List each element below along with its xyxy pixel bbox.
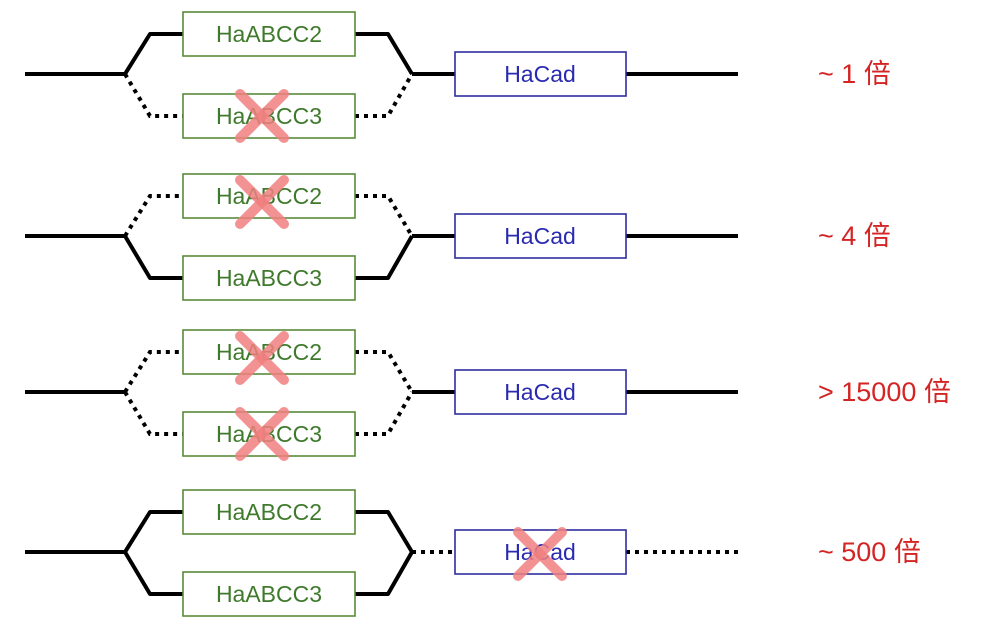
- knockout-stroke: [235, 89, 289, 143]
- hacad-label: HaCad: [504, 379, 576, 405]
- haabcc2-label: HaABCC2: [216, 499, 322, 525]
- haabcc3-box-frame: [182, 571, 356, 617]
- haabcc3-label: HaABCC3: [216, 265, 322, 291]
- abcc3-branch-out: [355, 73, 414, 118]
- resistance-fold-label: > 15000 倍: [818, 377, 951, 407]
- knockout-stroke: [235, 331, 289, 385]
- hacad-box-frame: [454, 51, 627, 97]
- resistance-fold-label: ~ 1 倍: [818, 59, 891, 89]
- hacad-label: HaCad: [504, 223, 576, 249]
- abcc3-branch-out: [355, 551, 414, 596]
- haabcc2-label: HaABCC2: [216, 21, 322, 47]
- abcc3-branch-out: [355, 235, 414, 280]
- pathway-row-1: HaABCC2HaABCC3HaCad~ 1 倍: [25, 11, 891, 143]
- abcc2-branch-in: [123, 32, 183, 76]
- haabcc3-knockout-mark: [235, 89, 289, 143]
- abcc2-branch-out: [355, 32, 414, 76]
- hacad-box: HaCad: [454, 213, 627, 259]
- haabcc2-knockout-mark: [235, 175, 289, 229]
- hacad-box: HaCad: [454, 369, 627, 415]
- hacad-box: HaCad: [454, 51, 627, 97]
- hacad-box: HaCad: [454, 529, 627, 575]
- abcc2-branch-in: [123, 350, 183, 394]
- haabcc3-box-frame: [182, 255, 356, 301]
- abcc3-branch-in: [123, 550, 183, 596]
- knockout-stroke: [235, 175, 289, 229]
- abcc2-branch-out: [355, 510, 414, 554]
- haabcc2-box-frame: [182, 11, 356, 57]
- abcc2-branch-in: [123, 510, 183, 554]
- abcc3-branch-out: [355, 391, 414, 436]
- abcc3-branch-in: [123, 390, 183, 436]
- abcc2-branch-out: [355, 350, 414, 394]
- hacad-knockout-mark: [513, 527, 567, 581]
- hacad-box-frame: [454, 213, 627, 259]
- haabcc2-box: HaABCC2: [182, 11, 356, 57]
- abcc2-branch-in: [123, 194, 183, 238]
- abcc3-branch-in: [123, 72, 183, 118]
- hacad-label: HaCad: [504, 61, 576, 87]
- knockout-stroke: [235, 407, 289, 461]
- pathway-row-3: HaABCC2HaABCC3HaCad> 15000 倍: [25, 329, 951, 461]
- resistance-fold-label: ~ 4 倍: [818, 221, 891, 251]
- haabcc2-knockout-mark: [235, 331, 289, 385]
- abcc2-branch-out: [355, 194, 414, 238]
- haabcc2-box-frame: [182, 489, 356, 535]
- pathway-row-2: HaABCC2HaABCC3HaCad~ 4 倍: [25, 173, 891, 301]
- haabcc3-box: HaABCC3: [182, 255, 356, 301]
- knockout-stroke: [513, 527, 567, 581]
- abcc3-branch-in: [123, 234, 183, 280]
- haabcc3-box: HaABCC3: [182, 571, 356, 617]
- haabcc3-knockout-mark: [235, 407, 289, 461]
- resistance-fold-label: ~ 500 倍: [818, 537, 921, 567]
- hacad-box-frame: [454, 369, 627, 415]
- haabcc3-label: HaABCC3: [216, 581, 322, 607]
- haabcc2-box: HaABCC2: [182, 489, 356, 535]
